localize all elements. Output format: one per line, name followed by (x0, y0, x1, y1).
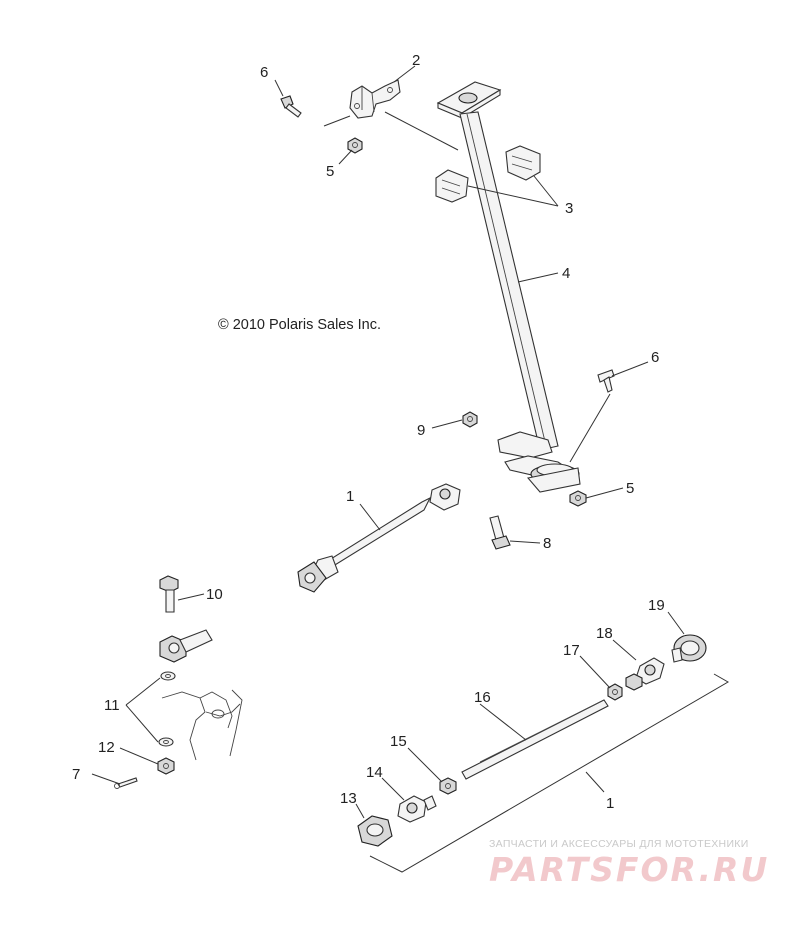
callout-1-upper: 1 (346, 488, 354, 505)
tie-rod-part-1-upper (297, 483, 461, 593)
ball-joint-part-14 (397, 795, 437, 823)
callout-6-top: 6 (260, 64, 268, 81)
bushing-part-3-left (435, 169, 469, 203)
callout-11: 11 (104, 697, 120, 714)
watermark-brand-logo: PARTSFOR.RU (489, 850, 770, 889)
nut-part-5-lower (569, 490, 587, 507)
cotter-pin-part-7 (114, 777, 138, 789)
callout-16: 16 (474, 689, 491, 706)
callout-5-lower: 5 (626, 480, 634, 497)
rod-end-part-13 (357, 815, 393, 847)
callout-17: 17 (563, 642, 580, 659)
callout-18: 18 (596, 625, 613, 642)
ball-joint-part-18 (625, 657, 665, 691)
bracket-part-2 (349, 79, 401, 119)
callout-14: 14 (366, 764, 383, 781)
washer-part-11-lower (158, 737, 174, 747)
copyright-notice: © 2010 Polaris Sales Inc. (218, 317, 382, 333)
callout-labels: 6 2 5 3 4 6 9 5 1 8 10 11 12 7 19 18 17 … (72, 52, 665, 812)
bolt-part-6-middle (597, 369, 615, 393)
pitman-arm-base (497, 431, 581, 493)
nut-part-15 (439, 777, 457, 795)
bolt-part-10 (159, 575, 179, 613)
washer-part-11-upper (160, 671, 176, 681)
bolt-part-6-top (280, 95, 302, 118)
nut-part-9 (462, 411, 478, 428)
rod-end-part-19 (671, 634, 707, 663)
nut-part-5-top (347, 137, 363, 154)
post-top-plate (436, 81, 502, 119)
callout-6-middle: 6 (651, 349, 659, 366)
nut-part-12 (157, 757, 175, 775)
callout-13: 13 (340, 790, 357, 807)
bolt-part-8 (489, 515, 511, 550)
callout-15: 15 (390, 733, 407, 750)
bushing-part-3-right (505, 145, 541, 181)
callout-1-lower: 1 (606, 795, 614, 812)
tie-rod-shaft-part-16 (461, 699, 609, 780)
leader-lines (91, 65, 730, 873)
callout-8: 8 (543, 535, 551, 552)
spindle-arm-outline (161, 689, 243, 761)
callout-4: 4 (562, 265, 570, 282)
steering-post-tube-part-4 (459, 111, 559, 451)
callout-10: 10 (206, 586, 223, 603)
callout-5-top: 5 (326, 163, 334, 180)
nut-part-17 (607, 683, 623, 701)
rod-end-fitting (159, 629, 213, 663)
callout-3: 3 (565, 200, 573, 217)
callout-2: 2 (412, 52, 420, 69)
callout-9: 9 (417, 422, 425, 439)
callout-7: 7 (72, 766, 80, 783)
callout-12: 12 (98, 739, 115, 756)
watermark-tagline: ЗАПЧАСТИ И АКСЕССУАРЫ ДЛЯ МОТОТЕХНИКИ (489, 838, 749, 850)
callout-19: 19 (648, 597, 665, 614)
